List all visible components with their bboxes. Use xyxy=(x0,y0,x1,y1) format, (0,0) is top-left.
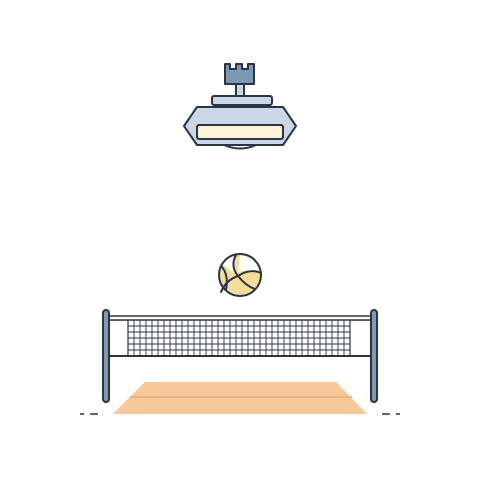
ball-white-panel xyxy=(238,255,261,274)
light-stem xyxy=(235,83,245,97)
ball-seam-4 xyxy=(220,265,228,291)
ball-seam-2 xyxy=(237,270,262,277)
volleyball-net xyxy=(102,309,378,403)
light-mount-bracket xyxy=(224,63,255,85)
net-top-band xyxy=(107,315,375,321)
floor-surface xyxy=(113,382,367,414)
court-floor xyxy=(80,382,400,415)
light-lens xyxy=(223,144,257,150)
light-glow-panel xyxy=(196,124,284,140)
ceiling-light xyxy=(183,63,297,150)
net-mesh xyxy=(108,319,372,357)
volleyball xyxy=(218,253,262,297)
light-cap xyxy=(211,95,273,106)
ball-outline xyxy=(218,253,262,297)
net-post-right xyxy=(370,309,378,403)
net-post-left xyxy=(102,309,110,403)
